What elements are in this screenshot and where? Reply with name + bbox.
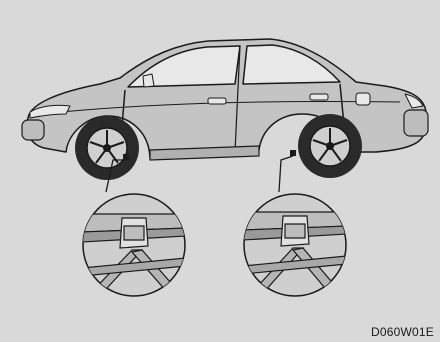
rear-door-handle: [310, 94, 328, 100]
rear-jack-point-detail: [243, 194, 347, 300]
fuel-door: [356, 93, 370, 105]
rear-bumper: [404, 110, 428, 136]
front-jack-point-detail: [82, 194, 186, 300]
rear-wheel: [298, 114, 362, 178]
front-wheel: [75, 116, 139, 180]
rear-leader-line: [279, 156, 293, 192]
front-door-handle: [208, 98, 226, 104]
side-mirror: [143, 74, 154, 87]
front-bumper: [22, 120, 44, 140]
figure-code: D060W01E: [371, 325, 434, 339]
